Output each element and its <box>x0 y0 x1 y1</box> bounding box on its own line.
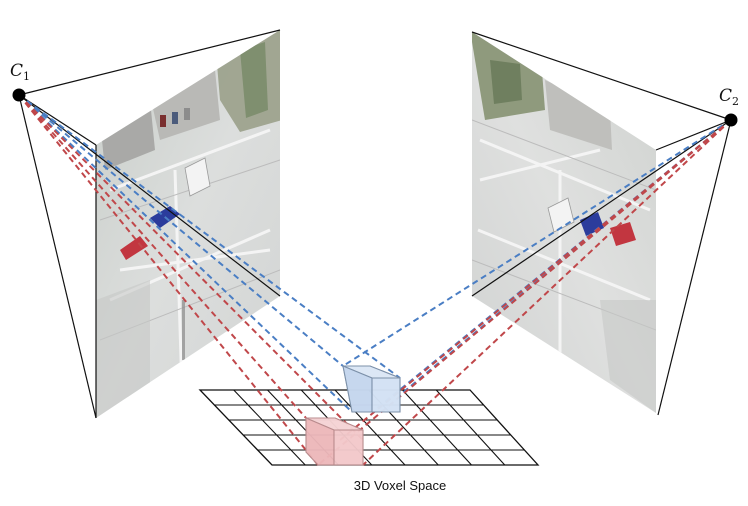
frustum-camera-2 <box>471 31 732 416</box>
ray-blue <box>18 94 344 367</box>
grid-line <box>402 389 472 466</box>
ray-blue <box>18 94 353 413</box>
grid-line <box>233 389 306 466</box>
ray-red <box>339 119 732 441</box>
ray-blue <box>342 119 732 367</box>
caption: 3D Voxel Space <box>354 478 447 493</box>
camera-2-label: C2 <box>719 86 739 108</box>
camera-2-center <box>724 113 738 127</box>
voxel-cube-blue <box>342 365 401 413</box>
rays-camera-1 <box>18 94 401 466</box>
rays-camera-2 <box>317 119 732 466</box>
image-plane-left <box>96 30 280 418</box>
camera-1-label: C1 <box>10 61 30 83</box>
voxel-cube-red <box>305 417 364 466</box>
grid-line <box>334 389 406 466</box>
grid-line <box>435 389 506 466</box>
ray-red <box>18 94 364 441</box>
ray-blue <box>18 94 401 379</box>
ray-red <box>18 94 307 419</box>
camera-1-center <box>12 88 26 102</box>
image-plane-right <box>472 32 656 413</box>
ray-red <box>362 119 732 466</box>
